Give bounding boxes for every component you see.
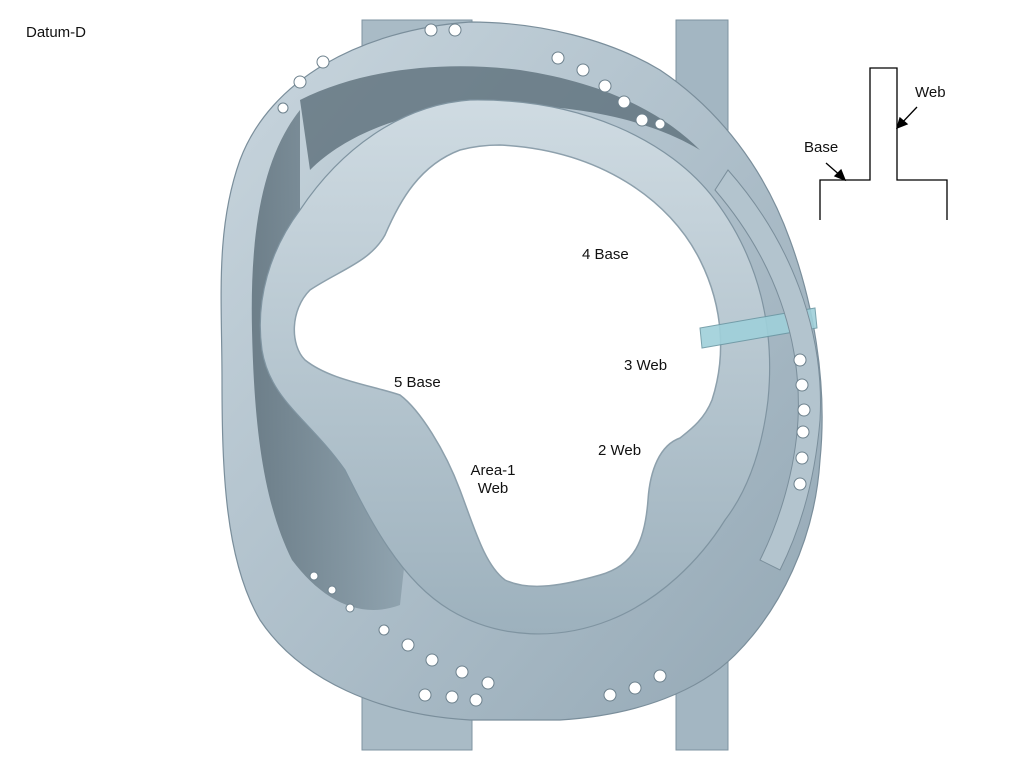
label-4-base: 4 Base [582,246,629,263]
legend-base-label: Base [804,139,839,156]
datum-title: Datum-D [26,24,87,41]
legend-web-label: Web [915,84,946,101]
label-area-1-web: Area-1 Web [462,462,524,498]
central-opening [293,144,722,588]
right-bolt-arc [714,169,821,571]
label-area-1-line2: Web [477,480,509,497]
label-area-1-line1: Area-1 [470,462,516,479]
bolt-holes [277,23,811,707]
label-5-base: 5 Base [394,374,441,391]
profile-sketch [819,67,948,220]
label-3-web: 3 Web [624,357,668,374]
legend-arrows [825,106,918,182]
label-2-web: 2 Web [598,442,642,459]
